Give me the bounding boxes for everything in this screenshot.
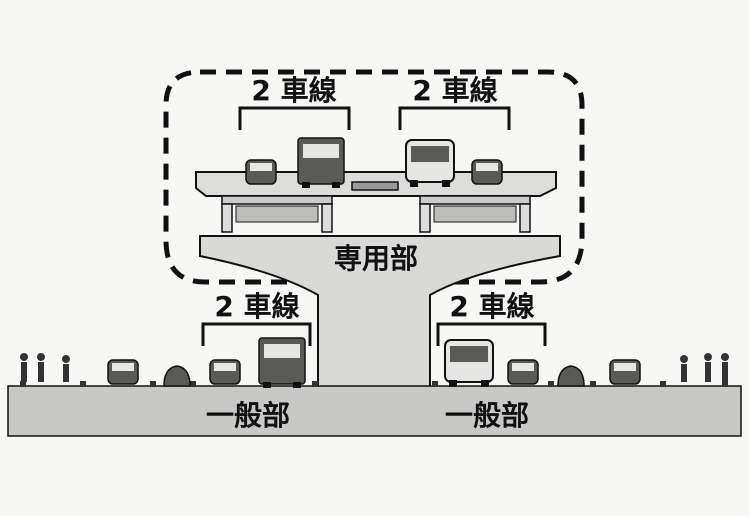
car-icon [609, 359, 641, 385]
dedicated-section-outline [163, 69, 585, 285]
dedicated-section-label: 専用部 [334, 242, 418, 275]
elevated-deck [195, 171, 557, 233]
bus-icon [405, 139, 455, 187]
pedestrian-icon [20, 353, 729, 382]
upper-right-lane-bracket [398, 106, 511, 130]
car-icon [471, 159, 503, 185]
lower-right-lane-bracket [436, 322, 547, 346]
shrub-icon [557, 365, 585, 387]
car-icon [107, 359, 139, 385]
car-icon [209, 359, 241, 385]
truck-icon [297, 137, 345, 188]
car-icon [507, 359, 539, 385]
lower-left-lane-bracket [201, 322, 312, 346]
shrub-icon [163, 365, 191, 387]
upper-right-lanes-label: 2 車線 [412, 74, 497, 107]
bus-icon [444, 339, 494, 387]
general-right-label: 一般部 [445, 399, 529, 432]
curbs [20, 381, 728, 387]
ground [7, 385, 742, 437]
truck-icon [258, 337, 306, 388]
lower-left-lanes-label: 2 車線 [214, 290, 299, 323]
car-icon [245, 159, 277, 185]
upper-left-lanes-label: 2 車線 [251, 74, 336, 107]
lower-right-lanes-label: 2 車線 [449, 290, 534, 323]
general-left-label: 一般部 [206, 399, 290, 432]
upper-left-lane-bracket [238, 106, 351, 130]
